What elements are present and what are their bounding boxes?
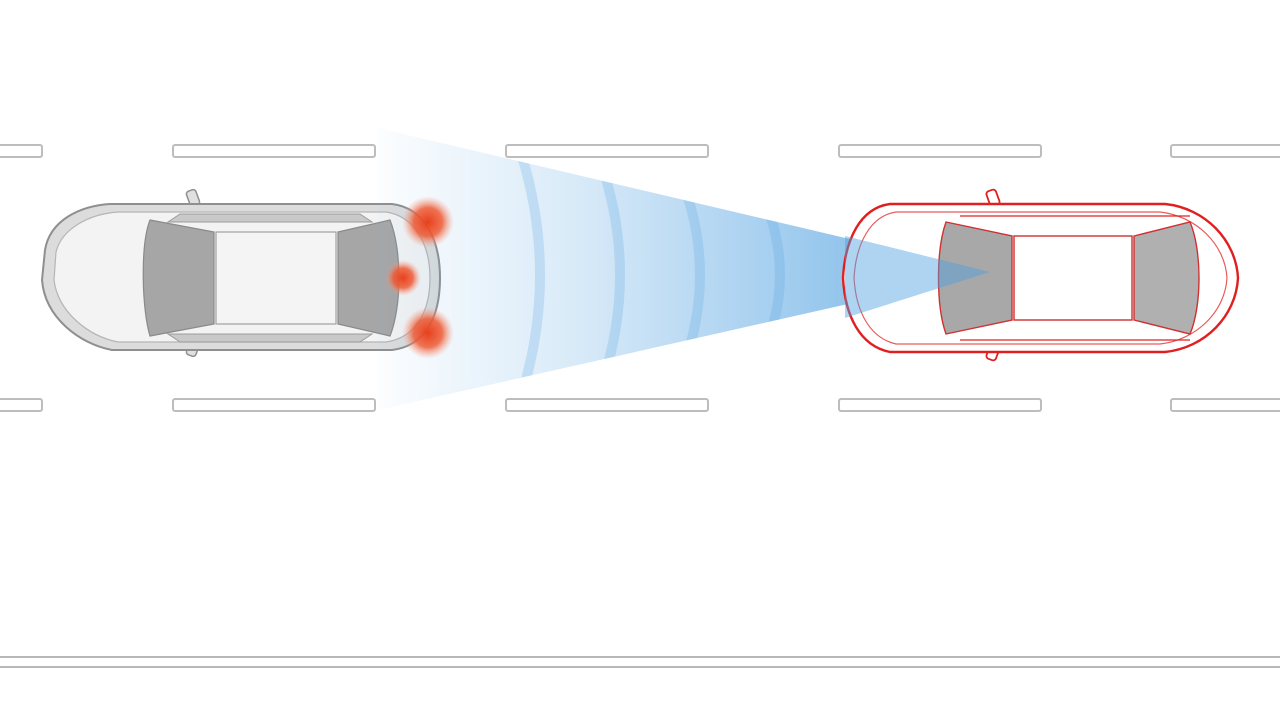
sensor-light [402,196,454,248]
lane-dash [505,398,709,412]
lane-dash [0,398,43,412]
target-roof [1013,235,1133,321]
lane-dash [838,398,1042,412]
target-vehicle [841,188,1240,362]
sensor-light [385,260,421,296]
beam-wave [515,148,545,402]
lane-dash [1170,144,1280,158]
target-rear-window [1133,221,1200,335]
ego-side-window [166,213,374,223]
road-edge-line [0,656,1280,668]
ego-side-window [166,333,374,343]
beam-tip [845,236,990,318]
sensor-light [402,307,454,359]
lane-dash [1170,398,1280,412]
lane-dash [172,144,376,158]
front-sensors [385,196,454,359]
ego-roof [215,231,337,325]
lane-dash [838,144,1042,158]
ego-rear-window [142,219,215,337]
target-body-inner [853,211,1228,345]
lane-dash [0,144,43,158]
lane-markings-top [0,144,1280,158]
lane-markings-bottom [0,398,1280,412]
target-windshield [937,221,1013,335]
lane-dash [505,144,709,158]
lane-dash [172,398,376,412]
